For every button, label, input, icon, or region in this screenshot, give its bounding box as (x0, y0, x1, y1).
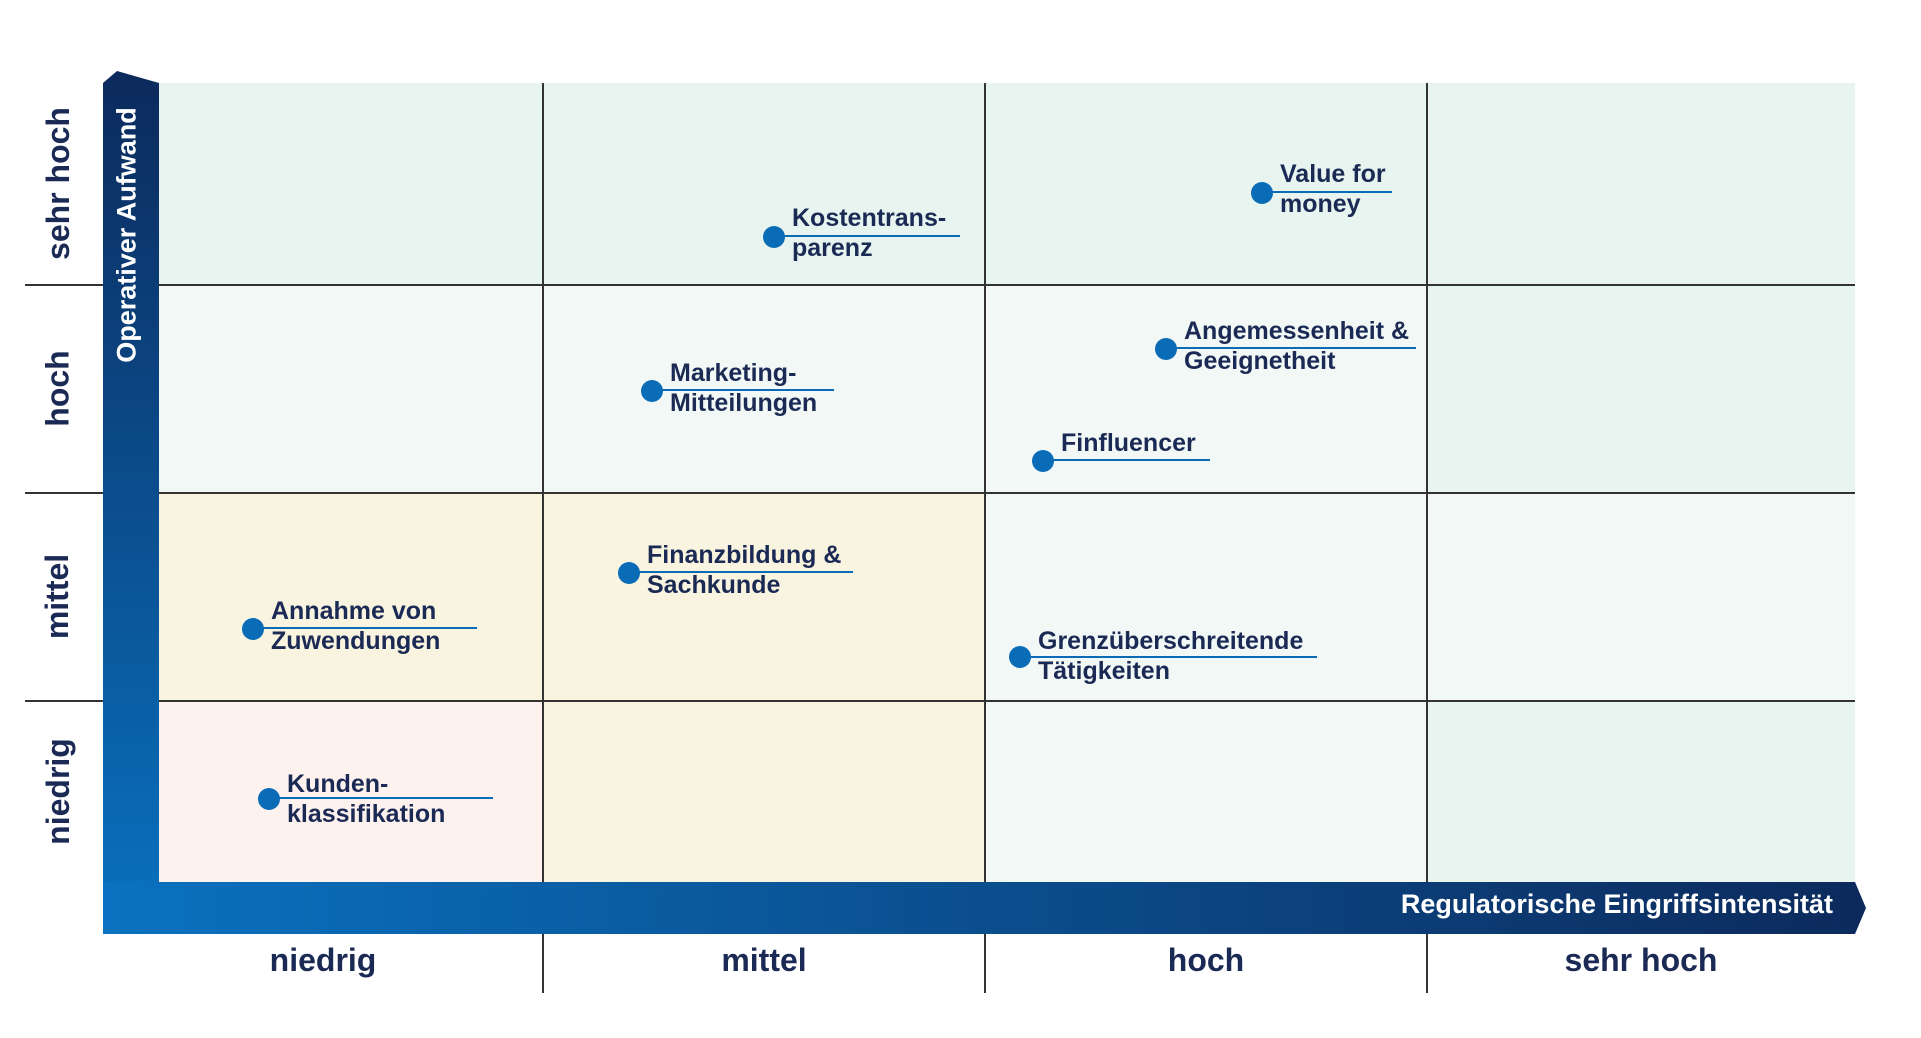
point-label: Finanzbildung &Sachkunde (647, 541, 842, 599)
col-label-mittel: mittel (721, 941, 807, 978)
col-label-sehr-hoch: sehr hoch (1564, 941, 1718, 978)
cell-hoch-hoch (985, 284, 1427, 492)
grid-line-vertical (984, 83, 986, 993)
point-dot (258, 788, 280, 810)
cell-sehrhoch-mittel (543, 83, 985, 284)
point-underline (1043, 459, 1210, 461)
col-label-niedrig: niedrig (269, 941, 377, 978)
cell-sehrhoch-niedrig (128, 83, 543, 284)
point-dot (1032, 450, 1054, 472)
point-underline (1262, 191, 1392, 193)
point-underline (774, 235, 960, 237)
cell-hoch-niedrig (128, 284, 543, 492)
point-label: Kunden-klassifikation (287, 770, 446, 828)
point-underline (652, 389, 834, 391)
cell-niedrig-sehrhoch (1427, 700, 1855, 882)
row-label-hoch: hoch (39, 349, 76, 427)
x-axis-title: Regulatorische Eingriffsintensität (1400, 888, 1833, 919)
grid-line-horizontal (25, 492, 1855, 494)
row-label-sehr-hoch: sehr hoch (39, 107, 76, 260)
row-label-niedrig: niedrig (39, 737, 76, 845)
cell-hoch-mittel (543, 284, 985, 492)
point-dot (763, 226, 785, 248)
point-underline (629, 571, 853, 573)
cell-mittel-mittel (543, 492, 985, 700)
cell-hoch-sehrhoch (1427, 284, 1855, 492)
grid-line-vertical (542, 83, 544, 993)
cell-mittel-sehrhoch (1427, 492, 1855, 700)
point-underline (1020, 656, 1317, 658)
point-label: Finfluencer (1061, 429, 1196, 457)
cell-niedrig-mittel (543, 700, 985, 882)
cell-sehrhoch-hoch (985, 83, 1427, 284)
point-dot (618, 562, 640, 584)
point-label: Marketing-Mitteilungen (670, 359, 818, 417)
grid-line-horizontal (25, 284, 1855, 286)
grid-line-horizontal (25, 700, 1855, 702)
cell-niedrig-niedrig (128, 700, 543, 882)
point-dot (641, 380, 663, 402)
point-dot (1155, 338, 1177, 360)
point-label: Angemessenheit &Geeignetheit (1184, 317, 1410, 375)
cell-sehrhoch-sehrhoch (1427, 83, 1855, 284)
cell-mittel-niedrig (128, 492, 543, 700)
cell-mittel-hoch (985, 492, 1427, 700)
row-label-mittel: mittel (39, 553, 76, 639)
col-label-hoch: hoch (1167, 941, 1245, 978)
point-underline (269, 797, 493, 799)
point-dot (1251, 182, 1273, 204)
point-label: Kostentrans-parenz (792, 204, 947, 262)
point-dot (242, 618, 264, 640)
cell-niedrig-hoch (985, 700, 1427, 882)
point-underline (253, 627, 477, 629)
y-axis-title: Operativer Aufwand (111, 107, 142, 363)
grid-line-vertical (1426, 83, 1428, 993)
point-underline (1166, 347, 1416, 349)
